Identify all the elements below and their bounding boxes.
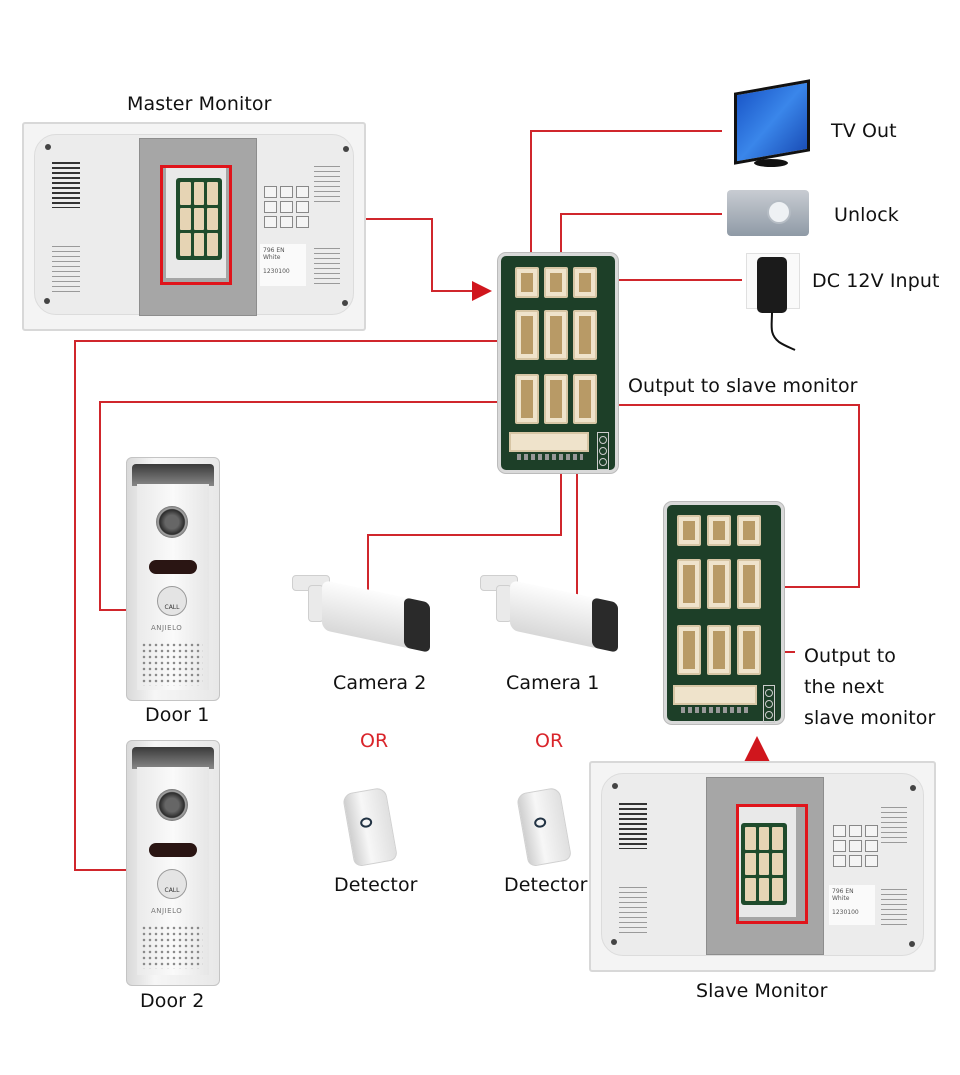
- wire-slave: [602, 404, 860, 588]
- or-label-left: OR: [360, 730, 389, 752]
- pcb-thumbnail: [176, 178, 222, 260]
- unlock-label: Unlock: [834, 204, 899, 226]
- vent: [52, 162, 80, 208]
- vent: [314, 166, 340, 206]
- wire-camera2: [367, 420, 562, 596]
- door2-label: Door 2: [140, 990, 205, 1012]
- tv-out-label: TV Out: [831, 120, 897, 142]
- model-sticker: 796 EN White 1230100: [260, 244, 306, 286]
- master-monitor-label: Master Monitor: [127, 93, 272, 115]
- highlight-box: [160, 165, 232, 285]
- speaker-grille: [141, 925, 203, 969]
- pcb-thumbnail: [741, 823, 787, 905]
- detector-left-label: Detector: [334, 874, 418, 896]
- vent: [52, 246, 80, 292]
- highlight-box: [736, 804, 808, 924]
- call-button-icon: CALL: [157, 586, 187, 616]
- main-pcb: [498, 253, 618, 473]
- dc-input-label: DC 12V Input: [812, 270, 940, 292]
- output-slave-label: Output to slave monitor: [628, 375, 858, 397]
- wire-door1: [99, 401, 526, 611]
- wire-tv: [530, 130, 722, 278]
- power-cable-icon: [770, 312, 796, 351]
- tv-stand: [754, 159, 788, 167]
- call-button-icon: CALL: [157, 869, 187, 899]
- vent: [619, 887, 647, 933]
- door1-label: Door 1: [145, 704, 210, 726]
- camera-lens-icon: [156, 789, 188, 821]
- vent: [881, 889, 907, 929]
- detector-right-label: Detector: [504, 874, 588, 896]
- next-slave-label: Output to the next slave monitor: [804, 645, 936, 729]
- keypad: [264, 186, 309, 228]
- brand-logo: ANJIELO: [151, 907, 183, 915]
- tv-icon: [734, 79, 810, 165]
- camera-lens-icon: [156, 506, 188, 538]
- lock-icon: [727, 190, 809, 236]
- door-station-2: CALL ANJIELO: [126, 740, 220, 986]
- power-adapter-icon: [757, 257, 787, 313]
- keypad: [833, 825, 878, 867]
- speaker-grille: [141, 642, 203, 686]
- model-sticker: 796 EN White 1230100: [829, 885, 875, 925]
- slave-pcb: [664, 502, 784, 724]
- slave-monitor: 796 EN White 1230100: [589, 761, 936, 972]
- vent: [881, 807, 907, 847]
- wire-door2: [74, 340, 526, 871]
- brand-logo: ANJIELO: [151, 624, 183, 632]
- camera1-label: Camera 1: [506, 672, 600, 694]
- or-label-right: OR: [535, 730, 564, 752]
- vent: [619, 803, 647, 849]
- camera2-label: Camera 2: [333, 672, 427, 694]
- master-monitor: 796 EN White 1230100: [22, 122, 366, 331]
- door-station-1: CALL ANJIELO: [126, 457, 220, 701]
- vent: [314, 248, 340, 288]
- slave-monitor-label: Slave Monitor: [696, 980, 828, 1002]
